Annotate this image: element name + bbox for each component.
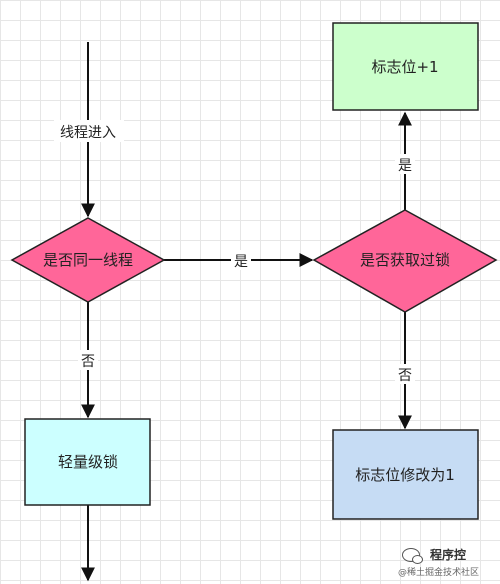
node-acquired-lock-label: 是否获取过锁	[360, 251, 450, 269]
edge-label-bg	[54, 120, 124, 142]
node-modify-flag-label: 标志位修改为1	[355, 466, 455, 484]
node-flag-plus-one-label: 标志位+1	[371, 58, 438, 76]
node-same-thread-label: 是否同一线程	[43, 251, 133, 269]
edge-label-acquired-yes: 是	[398, 158, 412, 174]
edge-label-bg	[231, 250, 251, 270]
node-modify-flag	[332, 429, 479, 520]
node-acquired-lock	[312, 209, 498, 313]
wechat-icon	[402, 548, 423, 564]
edge-label-same-thread-no: 否	[81, 354, 95, 370]
watermark-title: 程序控	[430, 548, 467, 562]
node-flag-plus-one	[332, 22, 479, 111]
node-same-thread	[10, 217, 166, 303]
edge-label-bg	[395, 364, 415, 384]
edge-label-thread-enter: 线程进入	[60, 125, 116, 141]
edge-label-acquired-no: 否	[398, 368, 412, 384]
edge-label-same-thread-yes: 是	[234, 254, 248, 270]
node-lightweight-lock-label: 轻量级锁	[58, 453, 118, 471]
node-lightweight-lock	[24, 418, 151, 506]
watermark-subtitle: @稀土掘金技术社区	[398, 568, 480, 578]
watermark: 程序控 @稀土掘金技术社区	[398, 546, 494, 580]
edge-label-bg	[78, 350, 98, 370]
edge-label-bg	[395, 154, 415, 174]
